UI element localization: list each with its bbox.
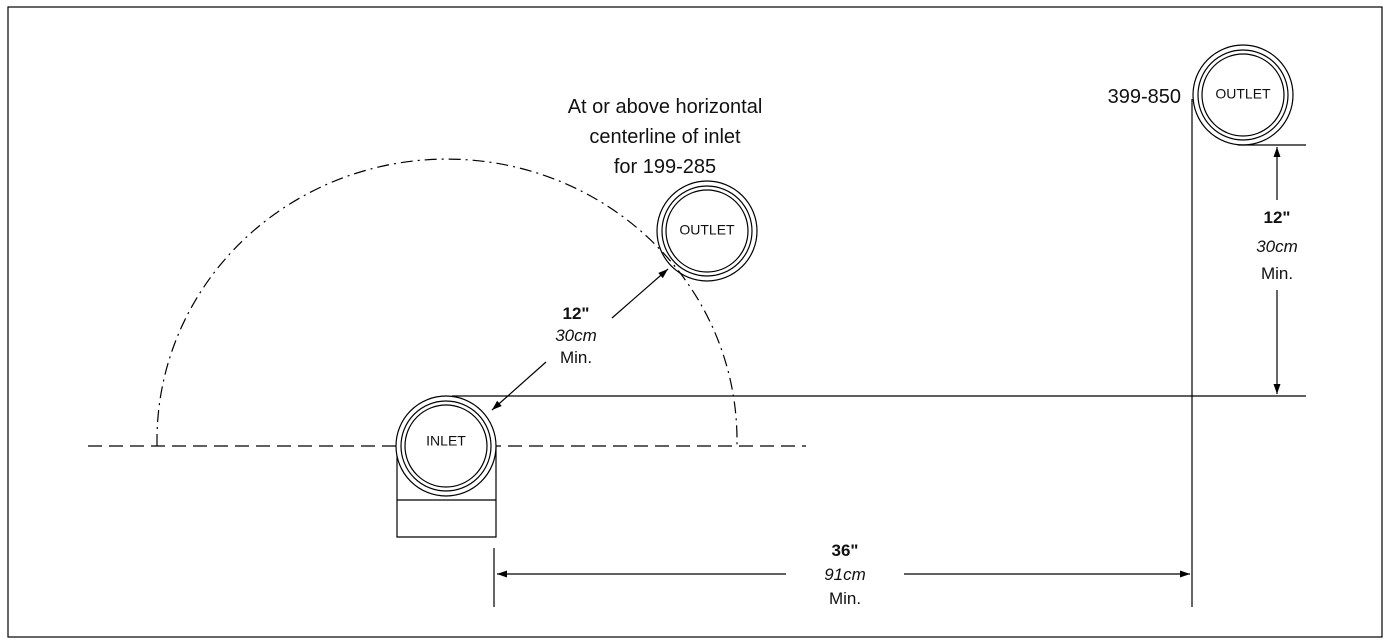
clearance-arc <box>156 158 738 446</box>
diagram-border <box>7 6 1383 638</box>
vertical-dimension-label: 12" 30cm Min. <box>1256 208 1298 283</box>
diagonal-dimension-label: 12" 30cm Min. <box>555 304 597 367</box>
inlet-pipe <box>395 395 497 497</box>
diagonal-imperial: 12" <box>563 304 590 323</box>
note-line-1: At or above horizontal <box>568 96 763 118</box>
diagonal-metric: 30cm <box>555 326 597 345</box>
placement-note: At or above horizontal centerline of inl… <box>568 96 763 178</box>
horizontal-metric: 91cm <box>824 565 866 584</box>
outlet-label-right: OUTLET <box>1215 86 1271 102</box>
outlet-label-middle: OUTLET <box>679 222 735 238</box>
diagonal-dimension-arrow-lower <box>491 361 547 411</box>
model-label-399-850: 399-850 <box>1108 86 1181 108</box>
horizontal-qualifier: Min. <box>829 589 861 608</box>
vertical-imperial: 12" <box>1264 208 1291 227</box>
note-line-2: centerline of inlet <box>589 126 741 148</box>
diagonal-qualifier: Min. <box>560 348 592 367</box>
horizontal-imperial: 36" <box>832 541 859 560</box>
vertical-qualifier: Min. <box>1261 264 1293 283</box>
note-line-3: for 199-285 <box>614 156 716 178</box>
inlet-housing <box>396 446 497 538</box>
inlet-label: INLET <box>426 433 466 449</box>
outlet-pipe-199-285 <box>656 180 758 282</box>
horizontal-dimension-label: 36" 91cm Min. <box>824 541 866 608</box>
vertical-metric: 30cm <box>1256 237 1298 256</box>
diagonal-dimension-arrow-upper <box>611 268 669 319</box>
